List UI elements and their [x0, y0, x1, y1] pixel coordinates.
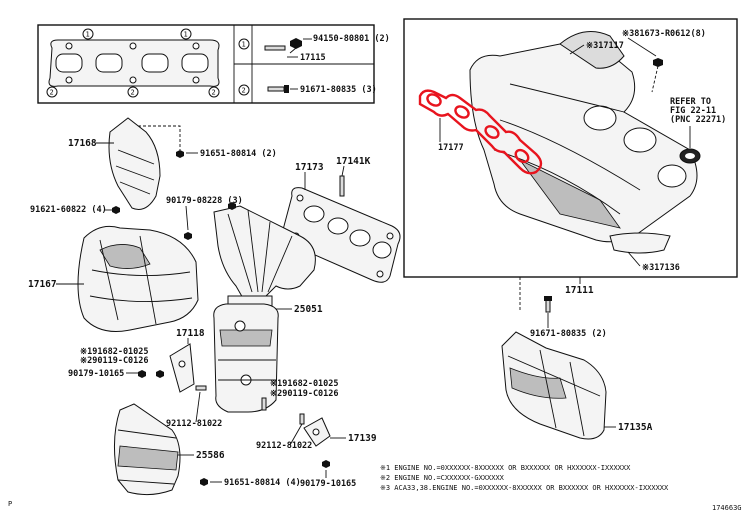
gasket-ring-icon: [679, 148, 701, 164]
refer-line-3: (PNC 22271): [670, 115, 726, 125]
svg-text:1: 1: [184, 31, 188, 39]
manifold-bracket: [138, 343, 207, 393]
label-25586: 25586: [196, 450, 225, 461]
note-1: ※1 ENGINE NO.=0XXXXXX-8XXXXXX OR BXXXXXX…: [380, 464, 631, 472]
refer-line-2: FIG 22-11: [670, 106, 716, 116]
manifold-stay: [261, 397, 331, 468]
footer-p: P: [8, 500, 12, 508]
label-17167: 17167: [28, 279, 57, 290]
label-317136: ※317136: [642, 263, 680, 273]
lower-insulator-17135A: [501, 331, 607, 440]
label-317117: ※317117: [586, 41, 624, 51]
label-191682-b: ※191682-01025: [270, 379, 339, 389]
bolt-381673-icon: [653, 58, 663, 67]
label-191682-a: ※191682-01025: [80, 347, 149, 357]
svg-text:2: 2: [242, 87, 246, 95]
label-17111: 17111: [565, 285, 594, 296]
label-92112-b: 92112-81022: [256, 441, 312, 451]
label-290119-a: ※290119-C0126: [80, 356, 149, 366]
label-91621: 91621-60822 (4): [30, 205, 107, 215]
note-3: ※3 ACA33,38.ENGINE NO.=0XXXXXX-8XXXXXX O…: [380, 484, 669, 492]
label-90179-c: 90179-10165: [300, 479, 356, 489]
label-94150: 94150-80801 (2): [313, 34, 390, 44]
bolt-icon: [267, 85, 289, 93]
svg-text:2: 2: [212, 89, 216, 97]
label-17177: 17177: [438, 143, 464, 153]
label-17135A: 17135A: [618, 422, 653, 433]
gasket-inset-box: 1 1 1 2 2 2 2 94150-80801 (2) 17115 9167…: [37, 24, 390, 104]
label-91651-b: 91651-80814 (4): [224, 478, 301, 488]
svg-text:1: 1: [242, 41, 246, 49]
svg-text:2: 2: [50, 89, 54, 97]
engine-notes: ※1 ENGINE NO.=0XXXXXX-8XXXXXX OR BXXXXXX…: [380, 464, 669, 492]
label-90179-a: 90179-08228 (3): [166, 196, 243, 206]
label-381673: ※381673-R0612(8): [622, 29, 706, 39]
label-17173: 17173: [295, 162, 324, 173]
exhaust-manifold: [184, 202, 316, 413]
intake-manifold-box: 17177 ※317117 ※381673-R0612(8) REFER TO …: [403, 18, 738, 278]
bolt-91671-icon: [544, 296, 552, 313]
intake-gasket-highlight: [418, 89, 543, 175]
diagram-code: 174663G: [712, 504, 742, 512]
refer-line-1: REFER TO: [670, 97, 711, 107]
stud-bolt-icon: [264, 38, 302, 54]
label-290119-b: ※290119-C0126: [270, 389, 339, 399]
label-91671-a: 91671-80835 (3): [300, 85, 377, 95]
svg-text:1: 1: [86, 31, 90, 39]
svg-text:2: 2: [131, 89, 135, 97]
heat-insulator-upper: [108, 117, 184, 210]
exhaust-gasket: [282, 175, 401, 283]
label-92112-a: 92112-81022: [166, 419, 222, 429]
label-17139: 17139: [348, 433, 377, 444]
inset-marker-1: 1 1 1: [82, 28, 250, 50]
label-25051: 25051: [294, 304, 323, 315]
heat-insulator-lower: [77, 206, 199, 332]
inset-marker-2: 2 2 2 2: [46, 84, 250, 98]
note-2: ※2 ENGINE NO.=CXXXXXX-GXXXXXX: [380, 474, 505, 482]
label-17168: 17168: [68, 138, 97, 149]
label-91651-a: 91651-80814 (2): [200, 149, 277, 159]
label-91671-b: 91671-80835 (2): [530, 329, 607, 339]
label-17141K: 17141K: [336, 156, 371, 167]
label-90179-b: 90179-10165: [68, 369, 124, 379]
heat-insulator-bottom: [113, 403, 208, 496]
label-17115: 17115: [300, 53, 326, 63]
label-17118: 17118: [176, 328, 205, 339]
